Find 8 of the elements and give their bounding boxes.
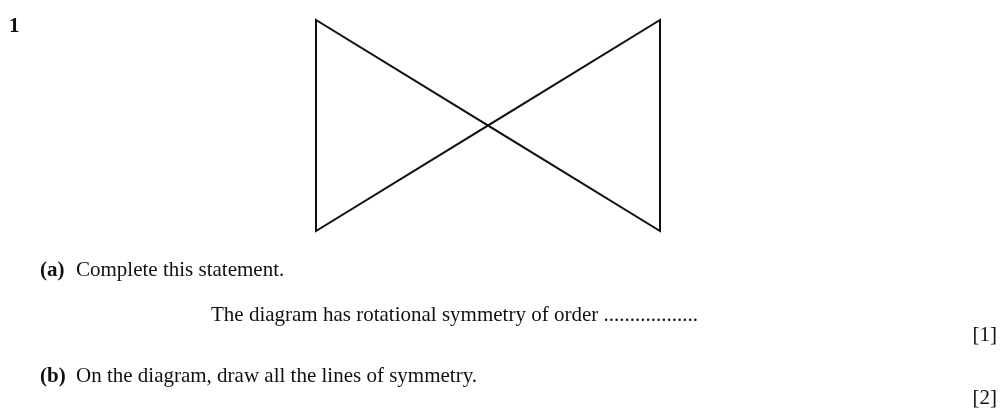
instruction-text: On the diagram, draw all the lines of symmetry. [76, 364, 478, 388]
instruction-text: Complete this statement. [76, 258, 285, 282]
statement-text: The diagram has rotational symmetry of order .................. [211, 303, 698, 327]
part-label: (b) [40, 364, 66, 388]
part-label: (a) [40, 258, 65, 282]
marks-label: [1] [972, 323, 997, 347]
question-number: 1 [9, 14, 20, 38]
marks-label: [2] [972, 386, 997, 410]
